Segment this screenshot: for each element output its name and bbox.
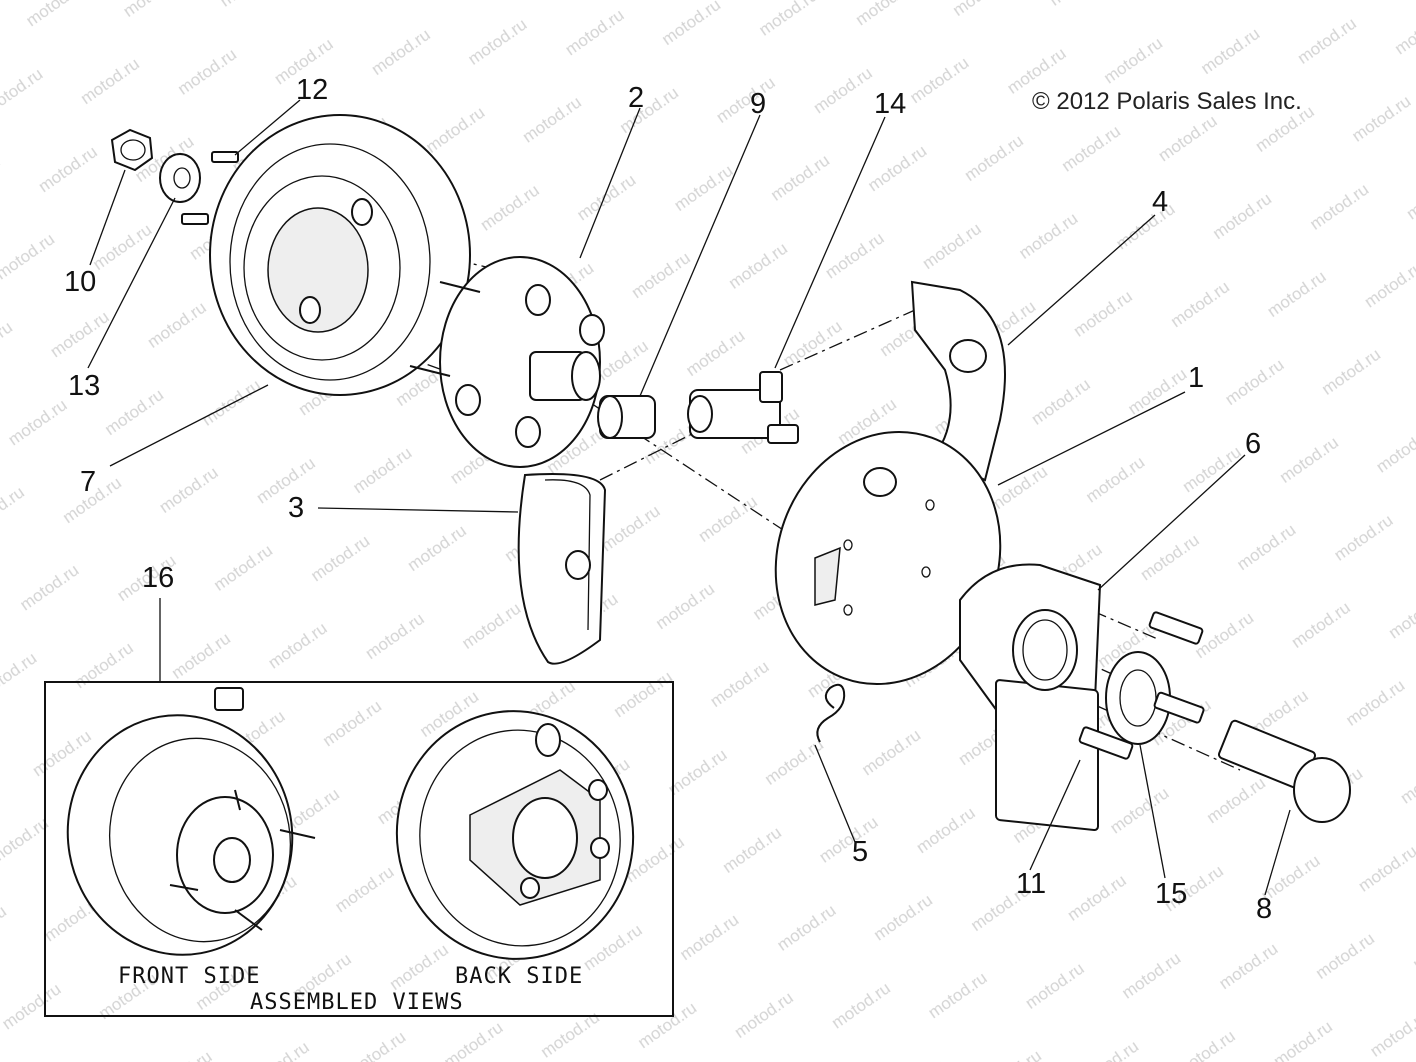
callout-8: 8 <box>1256 893 1273 925</box>
callout-1: 1 <box>1188 362 1205 394</box>
callout-14: 14 <box>874 88 907 120</box>
spring-part-5 <box>816 683 846 743</box>
callout-5: 5 <box>852 836 869 868</box>
callout-16: 16 <box>142 562 175 594</box>
wheel-cylinder-part-14 <box>687 371 799 444</box>
brake-drum-part-7 <box>209 114 471 396</box>
seal-part-15 <box>1105 651 1171 745</box>
assembled-views-title: ASSEMBLED VIEWS <box>250 990 464 1015</box>
lever-part-4 <box>910 280 1006 482</box>
nut-part-10 <box>110 128 154 172</box>
callout-4: 4 <box>1152 186 1169 218</box>
front-side-label: FRONT SIDE <box>118 964 261 989</box>
front-side-view <box>66 687 316 956</box>
brake-shoe-part-3 <box>517 473 607 665</box>
callout-15: 15 <box>1155 878 1188 910</box>
bushing-part-9 <box>597 395 656 439</box>
screws-part-12 <box>181 151 239 225</box>
flange-housing-part-6 <box>959 563 1102 832</box>
callout-10: 10 <box>64 266 97 298</box>
callout-7: 7 <box>80 466 97 498</box>
leader-lines <box>87 99 1291 896</box>
callout-11: 11 <box>1016 868 1047 900</box>
back-side-label: BACK SIDE <box>455 964 584 989</box>
callout-13: 13 <box>68 370 101 402</box>
backing-plate-part-1 <box>774 430 1002 686</box>
callout-6: 6 <box>1245 428 1262 460</box>
callout-9: 9 <box>750 88 767 120</box>
washer-part-13 <box>159 153 201 203</box>
callout-2: 2 <box>628 82 645 114</box>
callout-12: 12 <box>296 74 329 106</box>
assembled-views-inset <box>44 681 674 1017</box>
hub-part-2 <box>409 256 605 468</box>
axle-part-8 <box>1217 719 1351 823</box>
bolts-part-11 <box>1078 611 1205 760</box>
copyright-notice: © 2012 Polaris Sales Inc. <box>1032 88 1302 115</box>
back-side-view <box>395 710 635 960</box>
callout-3: 3 <box>288 492 305 524</box>
